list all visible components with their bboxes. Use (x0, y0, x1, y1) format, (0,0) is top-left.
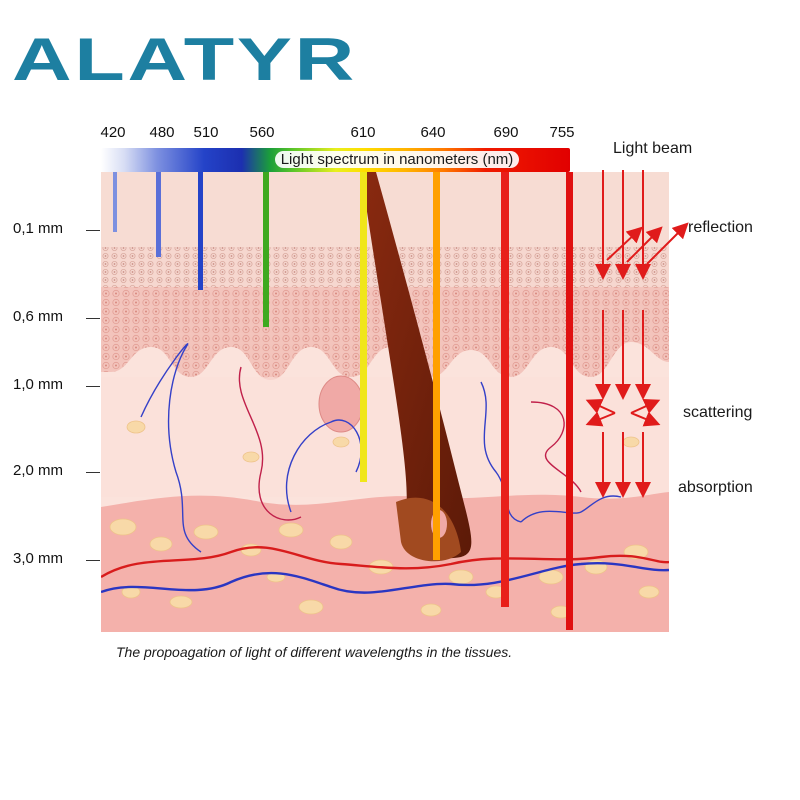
wavelength-label: 560 (249, 124, 275, 141)
depth-label: 3,0 mm (13, 550, 64, 567)
depth-tick (86, 560, 100, 561)
absorption-label: absorption (678, 479, 753, 496)
depth-label: 1,0 mm (13, 376, 64, 393)
light-beam-arrows (585, 170, 689, 498)
depth-tick (86, 230, 100, 231)
wavelength-label: 510 (193, 124, 219, 141)
alatyr-logo: ALATYR (12, 26, 357, 93)
reflection-label: reflection (688, 219, 753, 236)
depth-tick (86, 472, 100, 473)
wavelength-label: 640 (420, 124, 446, 141)
light-beam-label: Light beam (613, 140, 693, 157)
depth-label: 0,1 mm (13, 220, 64, 237)
penetration-bars (113, 172, 573, 630)
depth-tick (86, 386, 100, 387)
depth-label: 0,6 mm (13, 308, 64, 325)
wavelength-label: 755 (549, 124, 575, 141)
depth-label: 2,0 mm (13, 462, 64, 479)
scattering-label: scattering (683, 404, 753, 421)
wavelength-label: 610 (350, 124, 376, 141)
depth-tick (86, 318, 100, 319)
spectrum-bar: Light spectrum in nanometers (nm) (101, 148, 570, 172)
figure-caption: The propoagation of light of different w… (116, 644, 513, 660)
wavelength-label: 420 (100, 124, 126, 141)
wavelength-label: 480 (149, 124, 175, 141)
spectrum-title: Light spectrum in nanometers (nm) (274, 151, 520, 168)
wavelength-label: 690 (493, 124, 519, 141)
svg-text:ALATYR: ALATYR (12, 30, 357, 85)
skin-cross-section (100, 172, 670, 632)
